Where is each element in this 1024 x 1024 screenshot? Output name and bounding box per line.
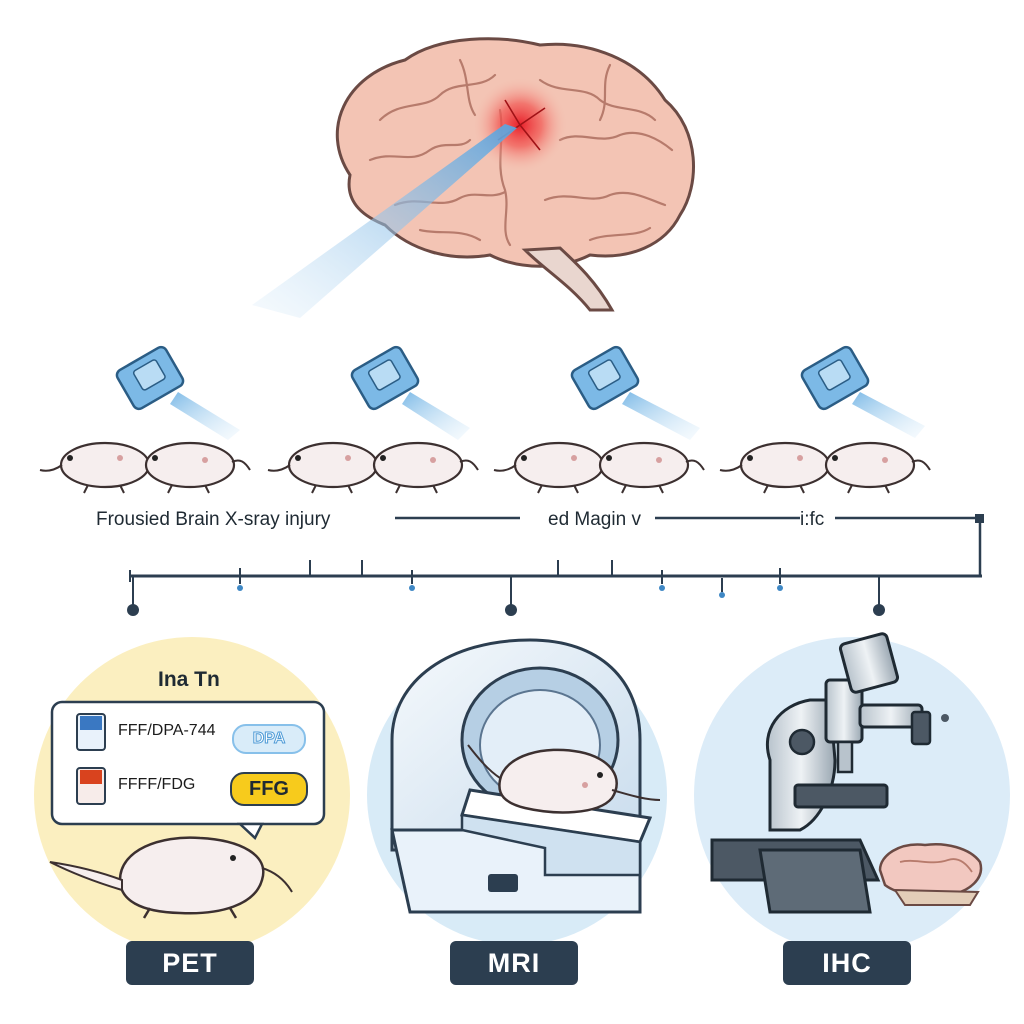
ihc-panel — [694, 632, 1010, 953]
tissue-sample-icon — [878, 843, 983, 906]
xray-emitter-icon — [800, 345, 870, 411]
brain-illustration — [335, 37, 695, 312]
pet-tracer-name-2: FFFF/FDG — [118, 776, 196, 793]
pet-panel-heading: Ina Tn — [158, 668, 220, 691]
microscope-icon — [710, 632, 949, 914]
timepoint-marker — [873, 604, 885, 616]
mri-scanner-icon — [390, 638, 661, 914]
xray-emitter-icon — [115, 345, 185, 411]
pet-tracer-pill-1: DPA — [232, 724, 306, 754]
method-label-mri: MRI — [450, 941, 578, 985]
xray-emitter-icon — [350, 345, 420, 411]
method-label-ihc: IHC — [783, 941, 911, 985]
pet-tracer-pill-2: FFG — [230, 772, 308, 806]
rat-icon — [49, 836, 293, 919]
timeline-label-ihc: i:fc — [800, 509, 825, 530]
xray-beam — [252, 124, 517, 318]
pet-scan-red-icon — [76, 767, 106, 805]
emitter-mice-row — [39, 345, 932, 495]
pet-scan-blue-icon — [76, 713, 106, 751]
mouse-pair — [39, 441, 251, 494]
timeline-label-injury: Frousied Brain X-sray injury — [96, 509, 331, 530]
pet-tracer-name-1: FFF/DPA-744 — [118, 722, 216, 739]
mouse-icon — [144, 441, 251, 494]
timepoint-marker — [505, 604, 517, 616]
timepoint-marker — [127, 604, 139, 616]
mouse-icon — [39, 441, 151, 494]
xray-emitter-icon — [570, 345, 640, 411]
timeline — [127, 514, 984, 616]
timeline-label-imaging: ed Magin v — [548, 509, 641, 530]
mri-panel — [367, 638, 667, 945]
method-label-pet: PET — [126, 941, 254, 985]
